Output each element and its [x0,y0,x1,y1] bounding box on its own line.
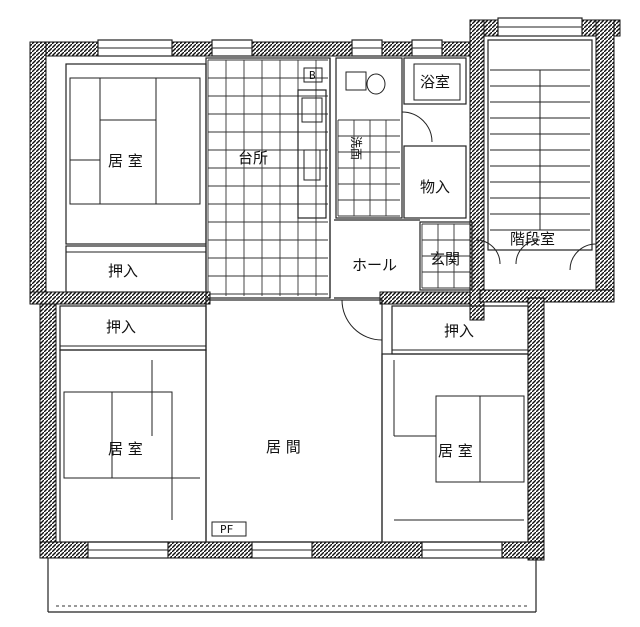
entrance-floor-grid [421,223,471,289]
balcony-tag: PF [220,523,233,536]
room-label-closet-mid-right: 押入 [444,322,474,340]
door-swings [341,111,597,341]
boiler-box [303,67,323,83]
interior-partitions [59,39,593,543]
exterior-walls [29,19,621,561]
room-label-kitchen: 台所 [238,149,268,167]
balcony-tag-box [211,521,247,537]
room-label-entrance: 玄関 [430,250,460,268]
room-label-bedroom-bottom-left: 居 室 [108,440,143,458]
windows [87,17,583,559]
kitchen-floor-grid [207,59,328,296]
room-label-washroom: 洗面 [349,136,363,160]
room-label-living: 居 間 [266,438,301,456]
room-label-hall: ホール [352,256,397,274]
room-label-storage: 物入 [420,178,450,196]
room-label-bath: 浴室 [420,73,450,91]
boiler-tag: B [309,69,316,82]
room-label-bedroom-bottom-right: 居 室 [438,442,473,460]
room-label-stairwell: 階段室 [510,230,555,248]
room-label-bedroom-top-left: 居 室 [108,152,143,170]
room-label-closet-top-left: 押入 [108,262,138,280]
balcony [47,558,537,613]
room-label-closet-mid-left: 押入 [106,318,136,336]
washroom-floor-grid [337,119,400,217]
